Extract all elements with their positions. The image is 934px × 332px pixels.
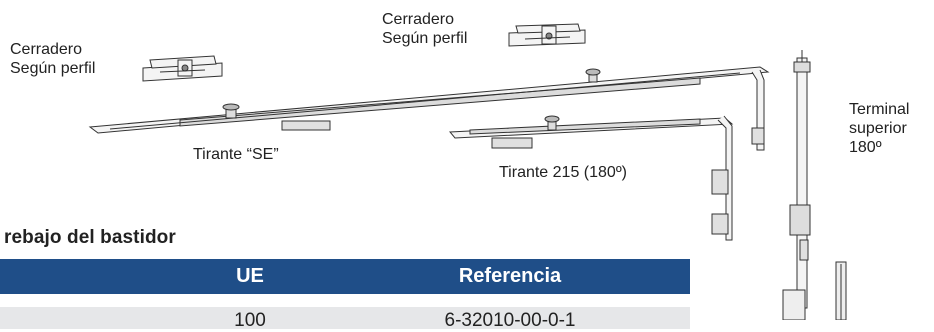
cerradero-left-line-2: Según perfil [10, 60, 96, 77]
hardware-illustration [88, 23, 847, 320]
terminal-line-3: 180º [849, 139, 882, 156]
column-header-referencia: Referencia [458, 265, 562, 287]
terminal-line-1: Terminal [849, 101, 910, 118]
cerradero-top-part [508, 23, 586, 47]
cell-referencia: 6-32010-00-0-1 [444, 310, 576, 331]
cell-ue: 100 [234, 310, 266, 331]
column-header-ue: UE [236, 265, 264, 287]
cerradero-top-line-2: Según perfil [382, 30, 468, 47]
tirante-215-part [448, 115, 734, 241]
table-header: UE Referencia [0, 259, 690, 294]
terminal-superior-part [782, 50, 847, 320]
table-row: 100 6-32010-00-0-1 [0, 307, 690, 331]
cerradero-top-line-1: Cerradero [382, 11, 455, 28]
cerradero-top-label: Cerradero Según perfil [382, 10, 467, 48]
tirante-se-label: Tirante “SE” [193, 146, 279, 163]
section-title: rebajo del bastidor [4, 227, 176, 248]
tirante-215-label: Tirante 215 (180º) [499, 164, 627, 181]
tirante-se-part [88, 66, 770, 151]
cerradero-left-part [142, 55, 223, 82]
terminal-line-2: superior [849, 120, 907, 137]
terminal-superior-label: Terminal superior 180º [849, 100, 909, 157]
cerradero-left-line-1: Cerradero [10, 41, 83, 58]
cerradero-left-label: Cerradero Según perfil [10, 40, 95, 78]
